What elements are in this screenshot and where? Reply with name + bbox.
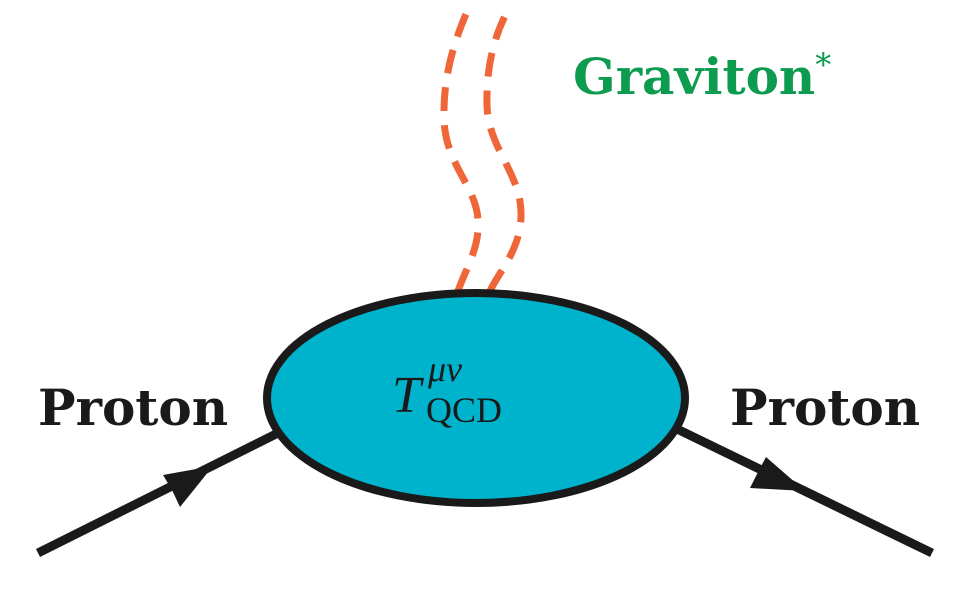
- incoming-proton-label: Proton: [38, 378, 228, 437]
- outgoing-proton-label: Proton: [730, 378, 920, 437]
- vertex-label: T μν QCD: [392, 349, 502, 430]
- vertex-symbol: T: [392, 367, 424, 424]
- incoming-proton-line: [35, 428, 281, 558]
- outgoing-arrow-head: [750, 457, 805, 491]
- incoming-arrow-head: [163, 466, 213, 507]
- graviton-label-text: Graviton: [573, 47, 815, 106]
- graviton-line-left: [440, 12, 482, 293]
- graviton-label-star: *: [815, 46, 831, 84]
- vertex-subscript: QCD: [426, 390, 502, 430]
- vertex-superscript: μν: [427, 349, 462, 389]
- graviton-label: Graviton*: [573, 46, 831, 106]
- graviton-line-right: [483, 10, 525, 293]
- graviton-line: [440, 10, 525, 293]
- vertex-blob: [263, 289, 689, 507]
- outgoing-proton-line: [673, 423, 934, 558]
